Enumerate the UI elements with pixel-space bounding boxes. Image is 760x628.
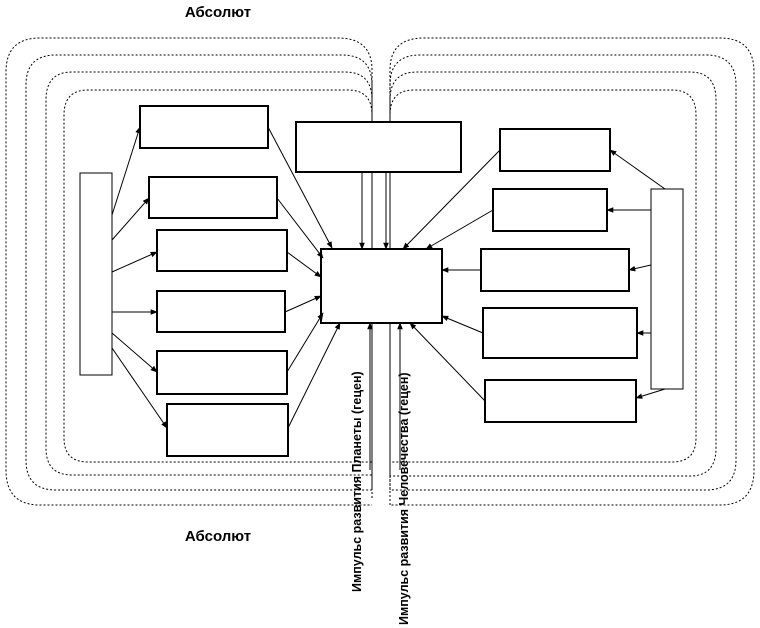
arrows-right-to-center [402,149,501,402]
arrows-sidebar-right [606,149,666,399]
left-box-4 [156,290,286,333]
right-box-2 [492,188,608,232]
arrows-top-to-center [359,172,389,250]
arrows-impulse-to-center [367,322,403,470]
left-frame-2 [25,54,373,491]
right-frame-inner [389,89,697,463]
right-sidebar [650,188,684,390]
right-box-4 [482,307,638,359]
label-absolute-top: Абсолют [185,4,251,21]
right-box-1 [499,128,611,172]
left-frames [5,37,373,506]
right-frame-outer [389,37,755,506]
left-box-6 [166,403,289,457]
arrows-left-to-center [267,126,341,429]
right-frames [389,37,755,506]
arrows-sidebar-left [111,126,168,429]
top-center-box [295,121,462,173]
left-sidebar [79,172,113,376]
left-box-2 [148,176,278,219]
left-box-5 [156,350,288,395]
label-absolute-bottom: Абсолют [185,528,251,545]
right-frame-2 [389,54,737,491]
left-box-1 [139,105,269,149]
left-frame-outer [5,37,373,506]
right-frame-3 [389,71,717,477]
central-box [320,248,443,324]
right-box-3 [480,248,630,292]
label-impulse-humanity: Импульс развития Человечества (гецен) [397,372,411,625]
label-impulse-planet: Импульс развития Планеты (гецен) [350,371,364,592]
left-box-3 [156,229,288,272]
left-frame-3 [45,71,373,478]
right-box-5 [484,379,637,423]
